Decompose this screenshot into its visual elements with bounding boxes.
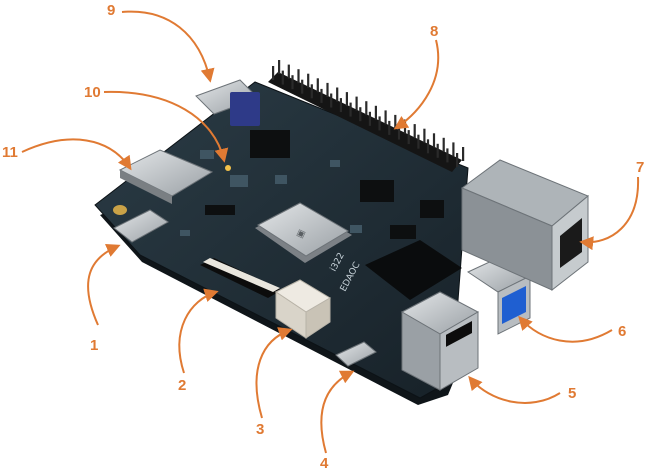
gpio-pin	[374, 105, 377, 120]
arrow-3	[255, 327, 293, 419]
gpio-pin	[339, 98, 342, 113]
callout-1: 1	[90, 337, 98, 354]
arrow-4	[320, 370, 355, 454]
callout-6: 6	[618, 323, 626, 340]
gpio-pin	[426, 139, 430, 154]
gpio-pin	[316, 78, 319, 93]
usb2-port	[400, 291, 480, 391]
gpio-pin	[320, 88, 323, 103]
gpio-pin	[307, 73, 310, 88]
gpio-pin	[423, 128, 426, 143]
gpio-pin	[278, 60, 281, 74]
micro-usb-port	[335, 341, 377, 367]
gpio-pin	[359, 107, 362, 122]
arrow-11	[21, 138, 132, 171]
gpio-pin	[456, 153, 459, 167]
callout-8: 8	[430, 23, 438, 40]
onboard-led	[225, 165, 231, 171]
arrow-2	[178, 288, 219, 374]
gpio-pin	[291, 75, 294, 90]
gpio-pin	[378, 116, 381, 131]
gpio-pin	[384, 110, 387, 125]
callout-arrows	[21, 10, 640, 454]
gpio-header	[268, 60, 465, 172]
callout-11: 11	[2, 144, 18, 161]
gpio-pin	[272, 66, 275, 80]
arrow-5	[468, 375, 561, 404]
gpio-pin	[397, 125, 401, 140]
gpio-pin	[345, 92, 348, 107]
gpio-pin	[301, 79, 304, 94]
gpio-pin	[365, 101, 368, 116]
callout-labels: 1 2 3 4 5 6 7 8 9 10 11	[2, 2, 644, 472]
gpio-pin	[442, 137, 445, 152]
gpio-pin	[281, 70, 284, 85]
gpio-pin	[355, 96, 358, 111]
callout-3: 3	[256, 421, 264, 438]
soc-chip: ▣	[255, 202, 352, 263]
gpio-pin	[413, 124, 416, 139]
sbc-board: ▣ i322 EDAOC	[94, 60, 589, 405]
arrow-7	[579, 176, 640, 251]
gpio-pin	[432, 133, 436, 148]
arrow-1	[87, 243, 121, 326]
black-module	[365, 240, 462, 300]
gpio-pin	[336, 87, 339, 102]
gpio-pin	[462, 147, 465, 161]
top-usb-c-port	[195, 79, 260, 126]
usb-c-power-port	[113, 205, 169, 243]
arrow-6	[518, 315, 613, 343]
sd-card-slot	[118, 149, 214, 204]
arrow-9	[121, 10, 215, 83]
callout-9: 9	[107, 2, 115, 19]
callout-4: 4	[320, 455, 329, 472]
gpio-pin	[452, 142, 455, 157]
gpio-pin	[297, 69, 300, 84]
callout-5: 5	[568, 385, 576, 402]
arrow-8	[393, 39, 440, 130]
white-jst-connector	[275, 279, 331, 339]
ethernet-port	[460, 159, 589, 292]
gpio-pin	[388, 120, 391, 135]
ribbon-connector	[200, 258, 282, 298]
gpio-pin	[287, 64, 290, 79]
callout-10: 10	[84, 84, 101, 101]
gpio-pin	[407, 130, 410, 145]
gpio-pin	[417, 134, 420, 149]
callout-7: 7	[636, 159, 644, 176]
gpio-pin	[330, 93, 333, 108]
gpio-pin	[310, 84, 313, 99]
gpio-pin	[446, 148, 449, 163]
gpio-pin	[326, 82, 329, 97]
svg-text:▣: ▣	[295, 228, 307, 241]
gpio-pin	[368, 111, 371, 126]
arrow-10	[103, 90, 229, 163]
gpio-pin	[436, 143, 439, 158]
callout-2: 2	[178, 377, 186, 394]
gpio-pin	[349, 102, 352, 117]
